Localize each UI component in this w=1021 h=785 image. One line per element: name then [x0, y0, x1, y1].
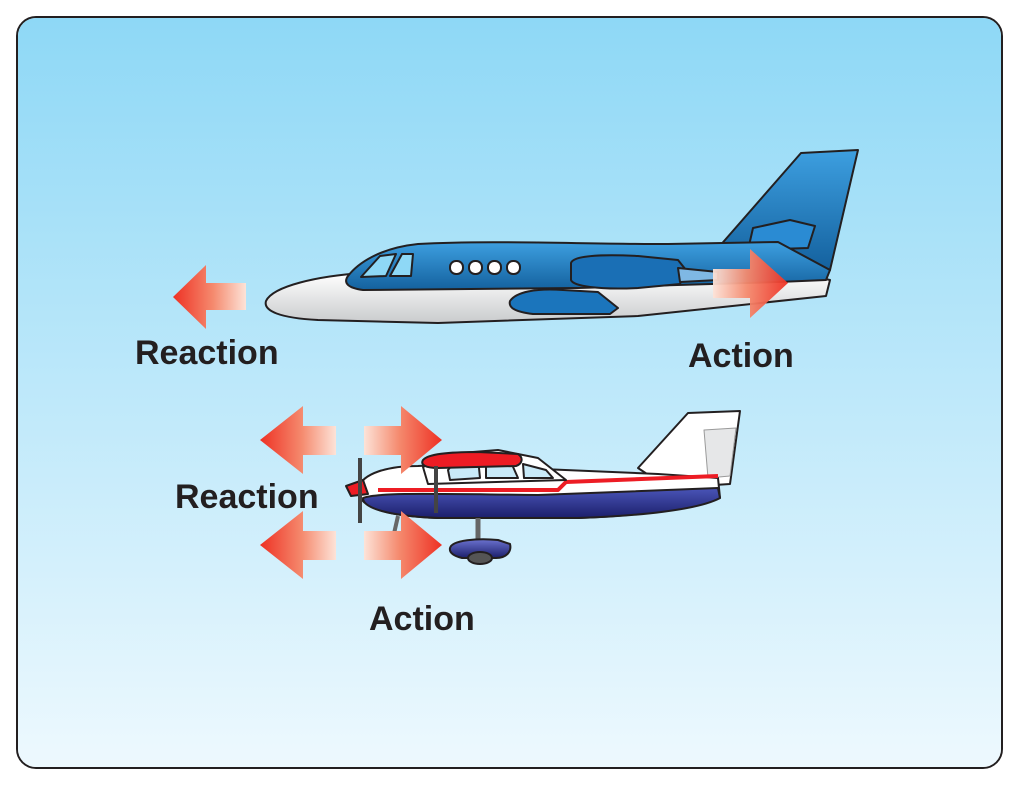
prop-wing [421, 451, 523, 469]
diagram-frame: Reaction Action Reaction Action [16, 16, 1003, 769]
prop-action-arrow-bottom [364, 511, 442, 579]
jet-wing [508, 288, 619, 315]
prop-reaction-arrow-bottom [260, 511, 336, 579]
sky-background [18, 18, 1001, 767]
jet-action-label: Action [688, 337, 794, 375]
prop-action-arrow-top [364, 406, 442, 474]
jet-airplane [264, 149, 859, 324]
prop-reaction-label: Reaction [175, 478, 319, 516]
jet-reaction-arrow [173, 265, 246, 329]
prop-wheel-pant [448, 538, 512, 559]
prop-spinner [345, 479, 369, 497]
jet-engine-nacelle [570, 254, 687, 290]
jet-cockpit-window [360, 253, 397, 278]
jet-cockpit-window [389, 253, 414, 277]
diagram-canvas [18, 18, 1001, 767]
propeller-airplane [345, 410, 741, 565]
jet-reaction-label: Reaction [135, 334, 279, 372]
prop-rudder [703, 427, 737, 479]
prop-red-stripe [378, 474, 719, 492]
prop-window [522, 463, 554, 479]
prop-reaction-arrow-top [260, 406, 336, 474]
prop-wheel [467, 551, 493, 565]
prop-fuselage-belly [362, 487, 721, 519]
jet-cabin-window [449, 260, 464, 275]
jet-cabin-window [506, 260, 521, 275]
jet-cabin-window [468, 260, 483, 275]
jet-action-arrow [713, 249, 788, 318]
jet-cabin-window [487, 260, 502, 275]
prop-action-label: Action [369, 600, 475, 638]
